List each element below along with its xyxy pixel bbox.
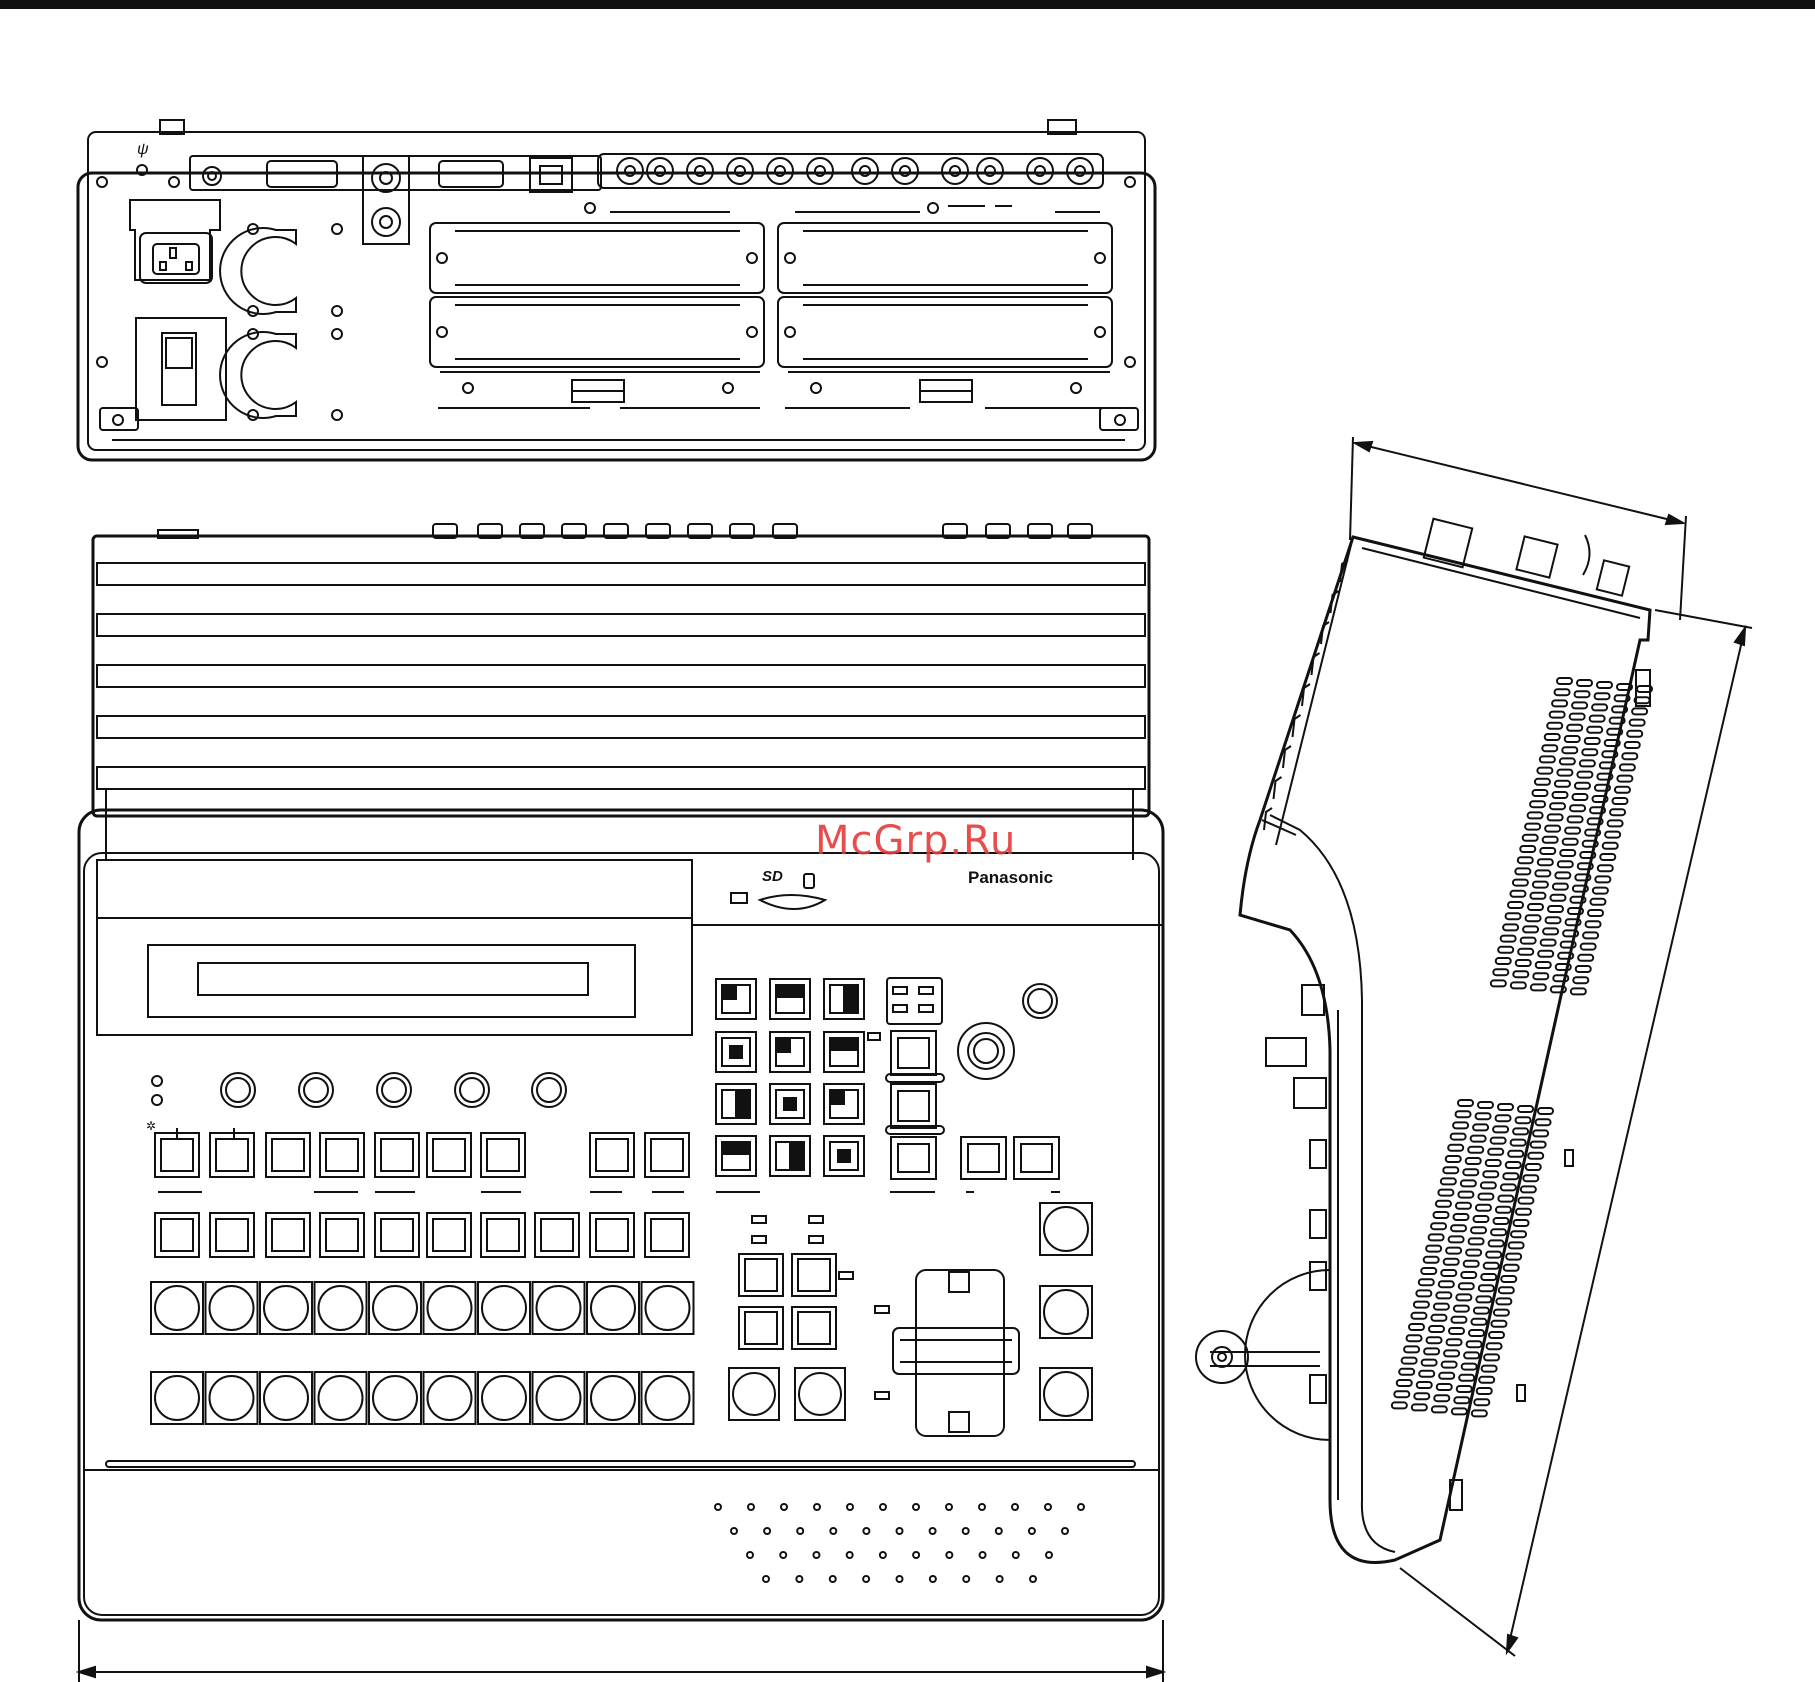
crosspoint-button (260, 1372, 312, 1424)
bnc-connector (807, 158, 833, 184)
bnc-connector (647, 158, 673, 184)
lcd-screen (198, 963, 588, 995)
t-bar-side-knob (1196, 1331, 1248, 1383)
crosspoint-button (369, 1282, 421, 1334)
lan-port (530, 158, 572, 192)
heat-sink-fin (97, 614, 1145, 636)
crosspoint-button (369, 1372, 421, 1424)
crosspoint-button (206, 1372, 258, 1424)
crosspoint-button (260, 1282, 312, 1334)
bnc-connector (617, 158, 643, 184)
cooling-fan-1 (220, 228, 296, 314)
bnc-connector (687, 158, 713, 184)
option-slot-2 (778, 223, 1112, 293)
lcd-hood (97, 860, 692, 1035)
bnc-connector (892, 158, 918, 184)
option-slot-4 (778, 297, 1112, 367)
heat-sink-housing (93, 536, 1149, 816)
svg-text:✲: ✲ (146, 1119, 156, 1133)
crosspoint-button (315, 1282, 367, 1334)
watermark-text: McGrp.Ru (815, 818, 1016, 864)
heat-sink-fin (97, 716, 1145, 738)
svg-text:ψ: ψ (137, 141, 149, 158)
heat-sink-fin (97, 563, 1145, 585)
crosspoint-button (151, 1282, 203, 1334)
speaker-grille (715, 1504, 1084, 1582)
crosspoint-button (642, 1282, 694, 1334)
bnc-connector (977, 158, 1003, 184)
bnc-connector (1027, 158, 1053, 184)
heat-sink-fin (97, 767, 1145, 789)
t-bar-handle (893, 1328, 1019, 1374)
rear-panel-body (78, 173, 1155, 460)
brand-logo: Panasonic (968, 868, 1053, 888)
crosspoint-button (642, 1372, 694, 1424)
bnc-connector (727, 158, 753, 184)
depth-dimension-line (1355, 443, 1683, 523)
crosspoint-button (206, 1282, 258, 1334)
crosspoint-button (315, 1372, 367, 1424)
side-view (1196, 437, 1752, 1656)
heat-sink-fin (97, 665, 1145, 687)
bnc-connector (852, 158, 878, 184)
crosspoint-button (533, 1282, 585, 1334)
cooling-fan-2 (220, 332, 296, 418)
crosspoint-button (151, 1372, 203, 1424)
bnc-connector (767, 158, 793, 184)
crosspoint-button (587, 1282, 639, 1334)
crosspoint-button (424, 1282, 476, 1334)
crosspoint-button (587, 1372, 639, 1424)
bnc-connector (1067, 158, 1093, 184)
status-led-1 (152, 1076, 162, 1086)
lcd-screen-frame (148, 945, 635, 1017)
bnc-connector (942, 158, 968, 184)
crosspoint-button (478, 1372, 530, 1424)
rear-panel-view: ψ (78, 120, 1155, 460)
option-slot-3 (430, 297, 764, 367)
sd-card-logo: SD (762, 868, 783, 885)
control-surface-body (79, 810, 1163, 1620)
crosspoint-button (424, 1372, 476, 1424)
front-panel-view: ✲ (79, 524, 1163, 1682)
crosspoint-button (533, 1372, 585, 1424)
option-slot-1 (430, 223, 764, 293)
crosspoint-button (478, 1282, 530, 1334)
status-led-2 (152, 1095, 162, 1105)
joystick (958, 1023, 1014, 1079)
